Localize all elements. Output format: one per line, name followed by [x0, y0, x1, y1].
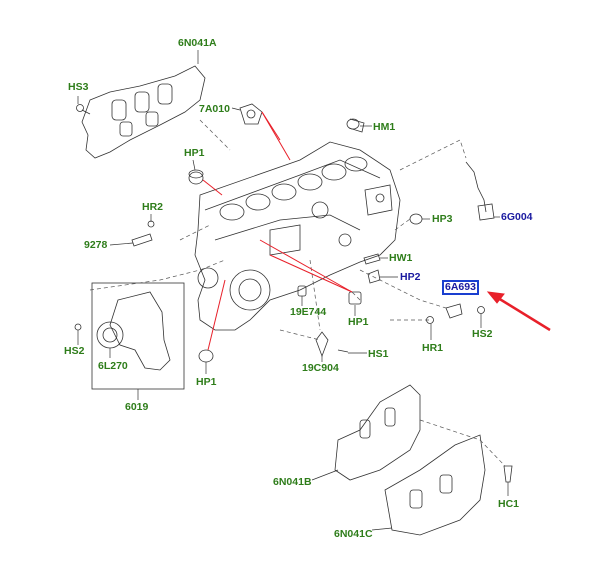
6a693-sensor-part [426, 303, 485, 324]
6019-cover-part [74, 282, 185, 390]
6n041c-shield-part [384, 434, 486, 536]
label-6l270[interactable]: 6L270 [98, 360, 128, 372]
label-hp1-mid[interactable]: HP1 [348, 316, 369, 328]
label-6n041c[interactable]: 6N041C [334, 528, 373, 540]
label-6n041b[interactable]: 6N041B [273, 476, 312, 488]
label-hp1-top[interactable]: HP1 [184, 147, 205, 159]
label-19c904[interactable]: 19C904 [302, 362, 339, 374]
hp1-plug-bottom-part [198, 349, 214, 363]
label-hs3[interactable]: HS3 [68, 81, 89, 93]
label-7a010[interactable]: 7A010 [199, 103, 230, 115]
upper-heat-shield-part [81, 65, 206, 159]
red-leader-lines [202, 111, 353, 351]
label-6n041a[interactable]: 6N041A [178, 37, 217, 49]
label-hp2[interactable]: HP2 [400, 271, 421, 283]
label-hs2-right[interactable]: HS2 [472, 328, 493, 340]
hs3-screw-part [76, 104, 91, 115]
dashed-assembly-lines [89, 119, 506, 467]
label-hr1[interactable]: HR1 [422, 342, 444, 354]
label-hw1[interactable]: HW1 [389, 252, 413, 264]
label-6a693-highlighted[interactable]: 6A693 [442, 280, 479, 295]
hc1-clip-part [503, 465, 513, 483]
label-19e744[interactable]: 19E744 [290, 306, 327, 318]
label-hs2-left[interactable]: HS2 [64, 345, 85, 357]
7a010-seal-part [239, 103, 263, 125]
hw1-part [363, 253, 381, 265]
hm1-plug-part [346, 118, 365, 133]
6n041b-shield-part [334, 384, 421, 481]
label-6g004[interactable]: 6G004 [501, 211, 533, 223]
label-hp3[interactable]: HP3 [432, 213, 453, 225]
9278-sensor-part [131, 220, 155, 247]
6g004-sensor-part [465, 161, 495, 221]
label-hs1[interactable]: HS1 [368, 348, 389, 360]
leader-lines [77, 50, 509, 531]
pointer-arrow [486, 291, 551, 332]
hp2-part [367, 269, 381, 284]
19c904-part [315, 331, 349, 358]
label-hr2[interactable]: HR2 [142, 201, 164, 213]
label-hm1[interactable]: HM1 [373, 121, 396, 133]
label-hp1-bottom[interactable]: HP1 [196, 376, 217, 388]
hp1-plug-mid-part [348, 291, 362, 305]
hp3-plug-part [409, 213, 423, 225]
label-6019[interactable]: 6019 [125, 401, 149, 413]
engine-block-part [194, 141, 401, 331]
label-hc1[interactable]: HC1 [498, 498, 520, 510]
label-9278[interactable]: 9278 [84, 239, 108, 251]
hp1-plug-top-part [188, 169, 204, 185]
